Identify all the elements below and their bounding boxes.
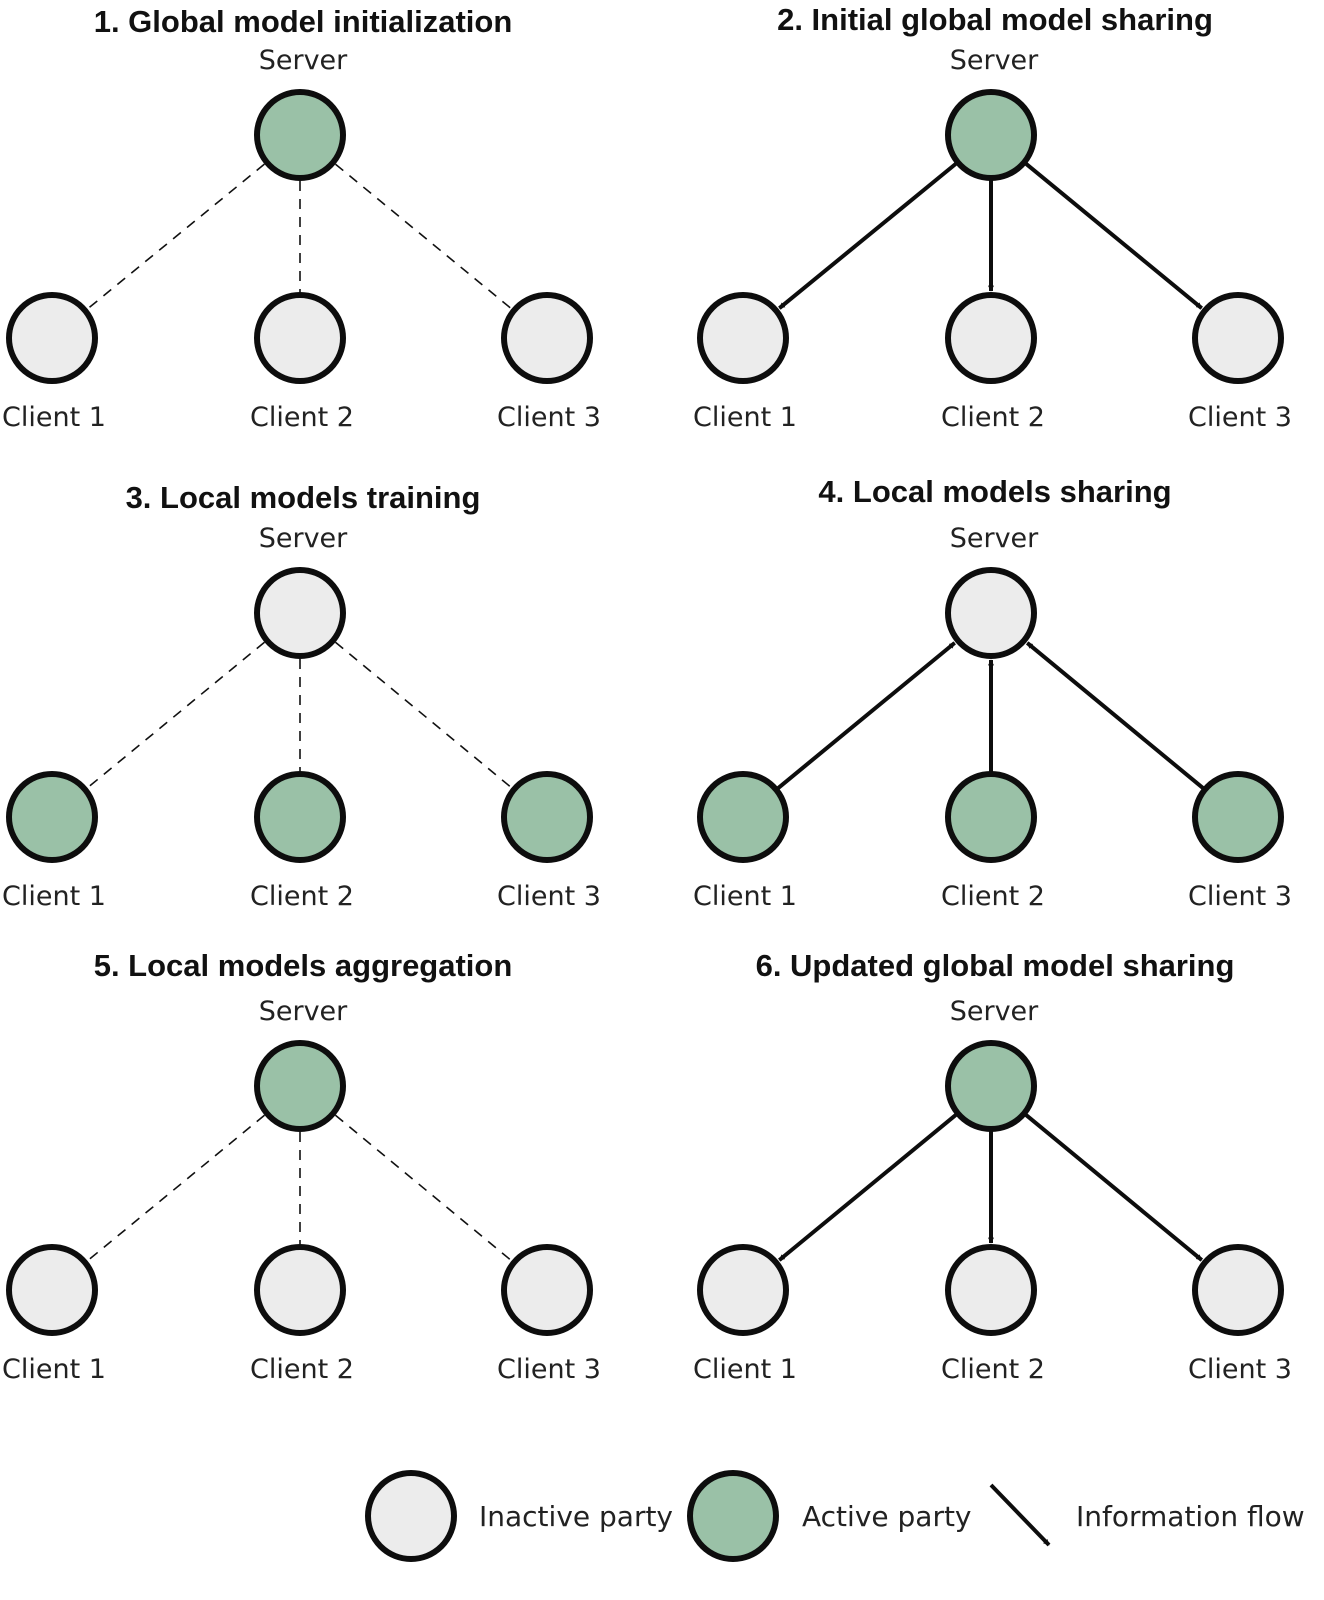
server-label: Server (259, 45, 348, 76)
client-label-3: Client 3 (497, 881, 601, 912)
client-node-2 (254, 771, 346, 863)
legend-inactive-node (365, 1470, 457, 1562)
client-node-2 (254, 292, 346, 384)
legend: Inactive party Active party Information … (365, 1470, 1305, 1562)
panel-2: 2. Initial global model sharingServerCli… (693, 2, 1292, 433)
client-label-1: Client 1 (693, 402, 797, 433)
panel-title: 4. Local models sharing (818, 474, 1171, 509)
dashed-link (334, 641, 513, 789)
client-label-2: Client 2 (250, 881, 354, 912)
server-label: Server (950, 996, 1039, 1027)
panel-5: 5. Local models aggregationServerClient … (2, 948, 601, 1385)
legend-flow-arrow-icon (989, 1483, 1051, 1547)
client-label-3: Client 3 (1188, 402, 1292, 433)
panels: 1. Global model initializationServerClie… (2, 2, 1292, 1385)
client-node-1 (697, 292, 789, 384)
client-node-3 (501, 1244, 593, 1336)
flow-arrow (1024, 162, 1203, 310)
dashed-link (334, 1114, 513, 1262)
server-node (945, 89, 1037, 181)
client-node-1 (6, 1244, 98, 1336)
flow-arrow (778, 1113, 958, 1262)
panel-title: 3. Local models training (126, 480, 481, 515)
dashed-link (87, 163, 265, 310)
panel-title: 2. Initial global model sharing (777, 2, 1213, 37)
legend-flow-label: Information flow (1076, 1500, 1305, 1533)
flow-arrow (776, 641, 956, 790)
server-node (945, 567, 1037, 659)
client-label-3: Client 3 (497, 1354, 601, 1385)
legend-inactive-label: Inactive party (479, 1500, 673, 1533)
client-node-1 (6, 771, 98, 863)
client-label-3: Client 3 (497, 402, 601, 433)
dashed-link (87, 641, 265, 789)
server-label: Server (259, 523, 348, 554)
client-label-2: Client 2 (250, 402, 354, 433)
client-node-3 (501, 292, 593, 384)
client-label-3: Client 3 (1188, 1354, 1292, 1385)
server-node (254, 567, 346, 659)
server-node (254, 89, 346, 181)
dashed-link (87, 1114, 265, 1262)
dashed-link (335, 163, 512, 310)
client-node-2 (945, 771, 1037, 863)
client-node-2 (945, 292, 1037, 384)
legend-active-node (687, 1470, 779, 1562)
client-node-1 (697, 771, 789, 863)
client-label-3: Client 3 (1188, 881, 1292, 912)
client-node-3 (1192, 292, 1284, 384)
flow-arrow (1025, 641, 1205, 790)
client-label-1: Client 1 (2, 1354, 106, 1385)
panel-title: 5. Local models aggregation (94, 948, 513, 983)
client-node-2 (254, 1244, 346, 1336)
client-node-1 (6, 292, 98, 384)
client-node-3 (1192, 771, 1284, 863)
panel-title: 1. Global model initialization (94, 4, 513, 39)
client-node-2 (945, 1244, 1037, 1336)
client-label-2: Client 2 (250, 1354, 354, 1385)
legend-active-label: Active party (802, 1500, 972, 1533)
client-label-1: Client 1 (693, 1354, 797, 1385)
panel-title: 6. Updated global model sharing (756, 948, 1235, 983)
server-label: Server (950, 523, 1039, 554)
client-label-2: Client 2 (941, 402, 1045, 433)
flow-arrow (1024, 1113, 1204, 1262)
panel-1: 1. Global model initializationServerClie… (2, 4, 601, 433)
client-label-1: Client 1 (693, 881, 797, 912)
client-label-1: Client 1 (2, 402, 106, 433)
client-node-3 (1192, 1244, 1284, 1336)
client-label-1: Client 1 (2, 881, 106, 912)
client-label-2: Client 2 (941, 1354, 1045, 1385)
client-label-2: Client 2 (941, 881, 1045, 912)
server-label: Server (950, 45, 1039, 76)
client-node-3 (501, 771, 593, 863)
client-node-1 (697, 1244, 789, 1336)
server-label: Server (259, 996, 348, 1027)
server-node (945, 1040, 1037, 1132)
server-node (254, 1040, 346, 1132)
panel-6: 6. Updated global model sharingServerCli… (693, 948, 1292, 1385)
flow-arrow (778, 161, 958, 310)
